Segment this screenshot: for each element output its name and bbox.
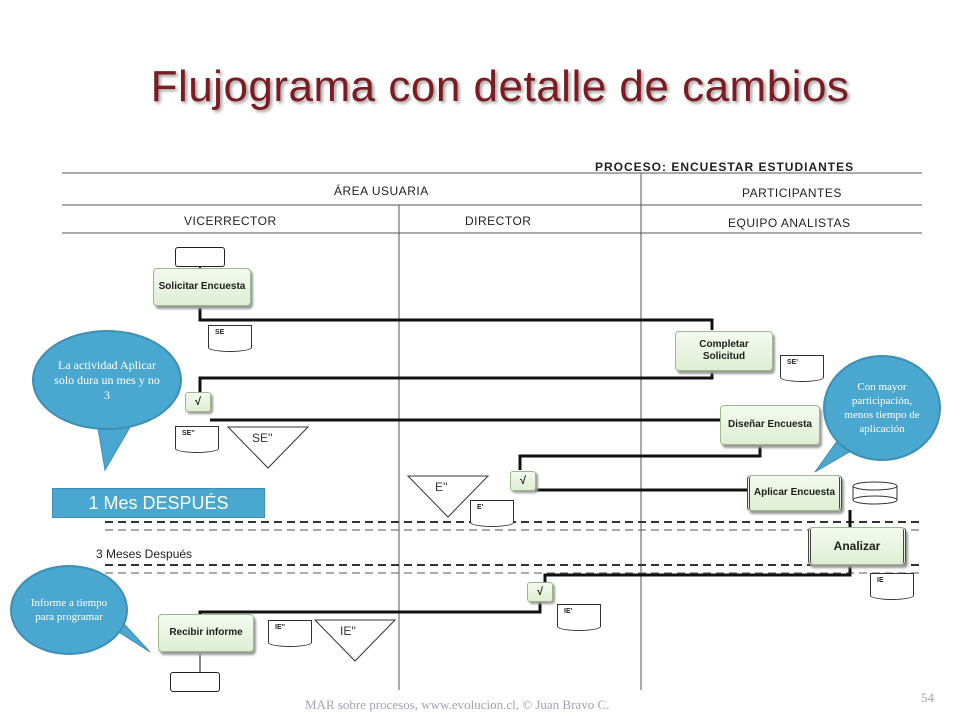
task-completar-solicitud: Completar Solicitud [675,331,773,371]
triangle-label-e: E'' [435,480,448,494]
task-disenar-encuesta: Diseñar Encuesta [720,405,820,445]
triangle-se [226,426,310,469]
lane-vicerrector: VICERRECTOR [184,214,277,228]
start-terminal [175,247,225,267]
callout-participacion: Con mayor participación, menos tiempo de… [823,355,941,461]
area-usuaria-label: ÁREA USUARIA [334,184,429,198]
page-number: 54 [921,690,934,705]
document-se-double-prime: SE'' [175,426,219,453]
tres-meses-label: 3 Meses Después [96,547,193,561]
triangle-ie [313,619,397,662]
triangle-label-se: SE'' [252,431,273,445]
document-se: SE [208,325,252,352]
process-title: PROCESO: ENCUESTAR ESTUDIANTES [595,160,855,174]
document-ie-double-prime: IE'' [268,620,312,647]
lane-equipo-analistas: EQUIPO ANALISTAS [728,216,851,230]
task-recibir-informe: Recibir informe [158,614,254,652]
end-terminal [170,672,220,692]
check-decision-1: √ [185,392,211,412]
un-mes-despues-label: 1 Mes DESPUÉS [52,488,265,518]
document-e-prime: E' [470,500,514,527]
task-analizar: Analizar [808,527,906,565]
triangle-e [406,475,490,518]
triangle-label-ie: IE'' [340,624,356,638]
document-se-prime: SE' [780,355,824,382]
callout-actividad: La actividad Aplicar solo dura un mes y … [32,330,182,430]
check-decision-2: √ [510,471,536,491]
participants-label: PARTICIPANTES [742,186,842,200]
task-aplicar-encuesta: Aplicar Encuesta [747,475,842,511]
lane-director: DIRECTOR [465,214,532,228]
check-decision-3: √ [527,582,553,602]
document-ie: IE [870,573,914,600]
task-solicitar-encuesta: Solicitar Encuesta [153,268,251,306]
callout-informe: Informe a tiempo para programar [10,565,128,655]
footer-credit: MAR sobre procesos, www.evolucion.cl, © … [305,697,610,712]
slide-title: Flujograma con detalle de cambios [150,62,850,111]
document-ie-prime: IE' [557,604,601,631]
